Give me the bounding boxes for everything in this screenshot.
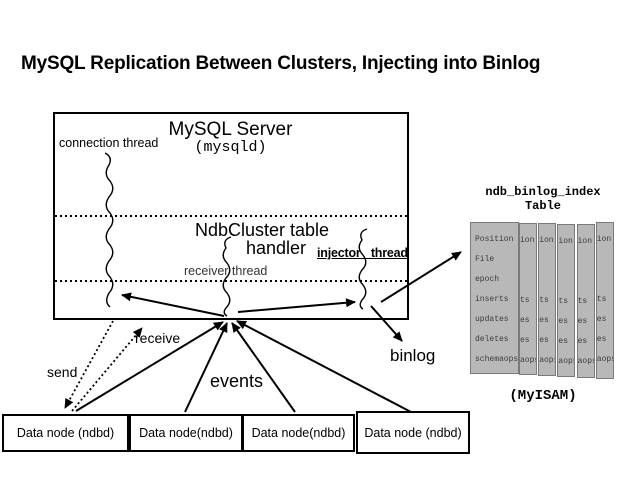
table-row-label: inserts [475,295,509,304]
send-label: send [47,364,78,380]
table-row-label: updates [520,316,530,325]
events-arrow-node3 [231,322,296,413]
table-row-label: Position [558,237,573,246]
events-arrow-node4 [236,320,412,413]
table-row-label: schemaops [558,357,574,366]
data-node-label: Data node (ndbd) [364,425,462,440]
table-row-label: deletes [520,336,530,345]
table-row-label: File [520,251,536,271]
table-row-label: inserts [577,297,588,306]
table-row-label: Position [520,236,535,245]
section-divider-bottom [55,280,407,282]
receiver-thread-label: receiver thread [184,264,268,278]
ndbcluster-handler-label-line2: handler [245,238,307,258]
table-row-label: File [475,255,495,264]
table-row-label: epoch [539,271,555,291]
table-row-label: deletes [577,337,588,346]
binlog-index-table-title-line1: ndb_binlog_index [485,185,601,199]
connection-thread-label: connection thread [59,136,159,150]
table-row-label: File [578,252,594,272]
myisam-engine-label: (MyISAM) [509,388,577,404]
receive-label: receive [135,330,181,346]
table-row-label: inserts [596,295,607,304]
table-row-label: schemaops [577,357,594,366]
table-row-label: schemaops [475,355,519,364]
table-row-label: schemaops [520,356,536,365]
table-row-label: deletes [539,336,549,345]
data-node-label: Data node(ndbd) [139,426,233,440]
table-row-label: updates [558,317,568,326]
table-row-label: epoch [578,272,594,292]
ndbcluster-handler-label-line1: NdbCluster table [194,220,330,240]
table-row-label: deletes [596,335,607,344]
events-label: events [210,371,264,391]
table-row-label: inserts [539,296,549,305]
server-title: MySQL Server [168,119,293,140]
data-node-box: Data node (ndbd) [2,414,129,452]
binlog-label: binlog [390,346,436,365]
binlog-index-table-title: ndb_binlog_index Table [470,185,616,213]
table-row-label: File [539,251,555,271]
table-row-label: Position [475,235,514,244]
table-row-label: deletes [475,335,509,344]
section-divider-top [55,215,407,217]
data-node-box: Data node (ndbd) [356,411,470,454]
injector-thread-label: injector thread [317,246,408,260]
table-row-label: Position [577,237,592,246]
binlog-index-table-title-line2: Table [524,199,561,213]
table-row-label: updates [577,317,588,326]
table-row-label: Position [539,236,554,245]
table-row-label: epoch [475,275,500,284]
table-row-label: updates [596,315,607,324]
table-row-label: inserts [520,296,530,305]
table-row-label: updates [475,315,509,324]
table-row-label: epoch [597,270,613,290]
data-node-label: Data node(ndbd) [251,426,346,440]
table-row-label: Position [596,235,612,244]
data-node-box: Data node(ndbd) [242,414,355,452]
table-row-label: File [558,252,574,272]
receive-arrow [71,327,143,412]
table-row-label: File [597,250,613,270]
table-row-label: updates [539,316,549,325]
table-row-label: schemaops [596,355,613,364]
events-arrow-node2 [184,322,228,413]
page-title: MySQL Replication Between Clusters, Inje… [21,53,541,74]
table-row-label: schemaops [539,356,555,365]
data-node-box: Data node(ndbd) [129,414,243,452]
data-node-label: Data node (ndbd) [16,426,115,440]
table-row-label: epoch [520,271,536,291]
mysqld-label: (mysqld) [194,139,267,156]
table-row-label: deletes [558,337,568,346]
table-row-label: inserts [558,297,568,306]
table-row-label: epoch [558,272,574,292]
